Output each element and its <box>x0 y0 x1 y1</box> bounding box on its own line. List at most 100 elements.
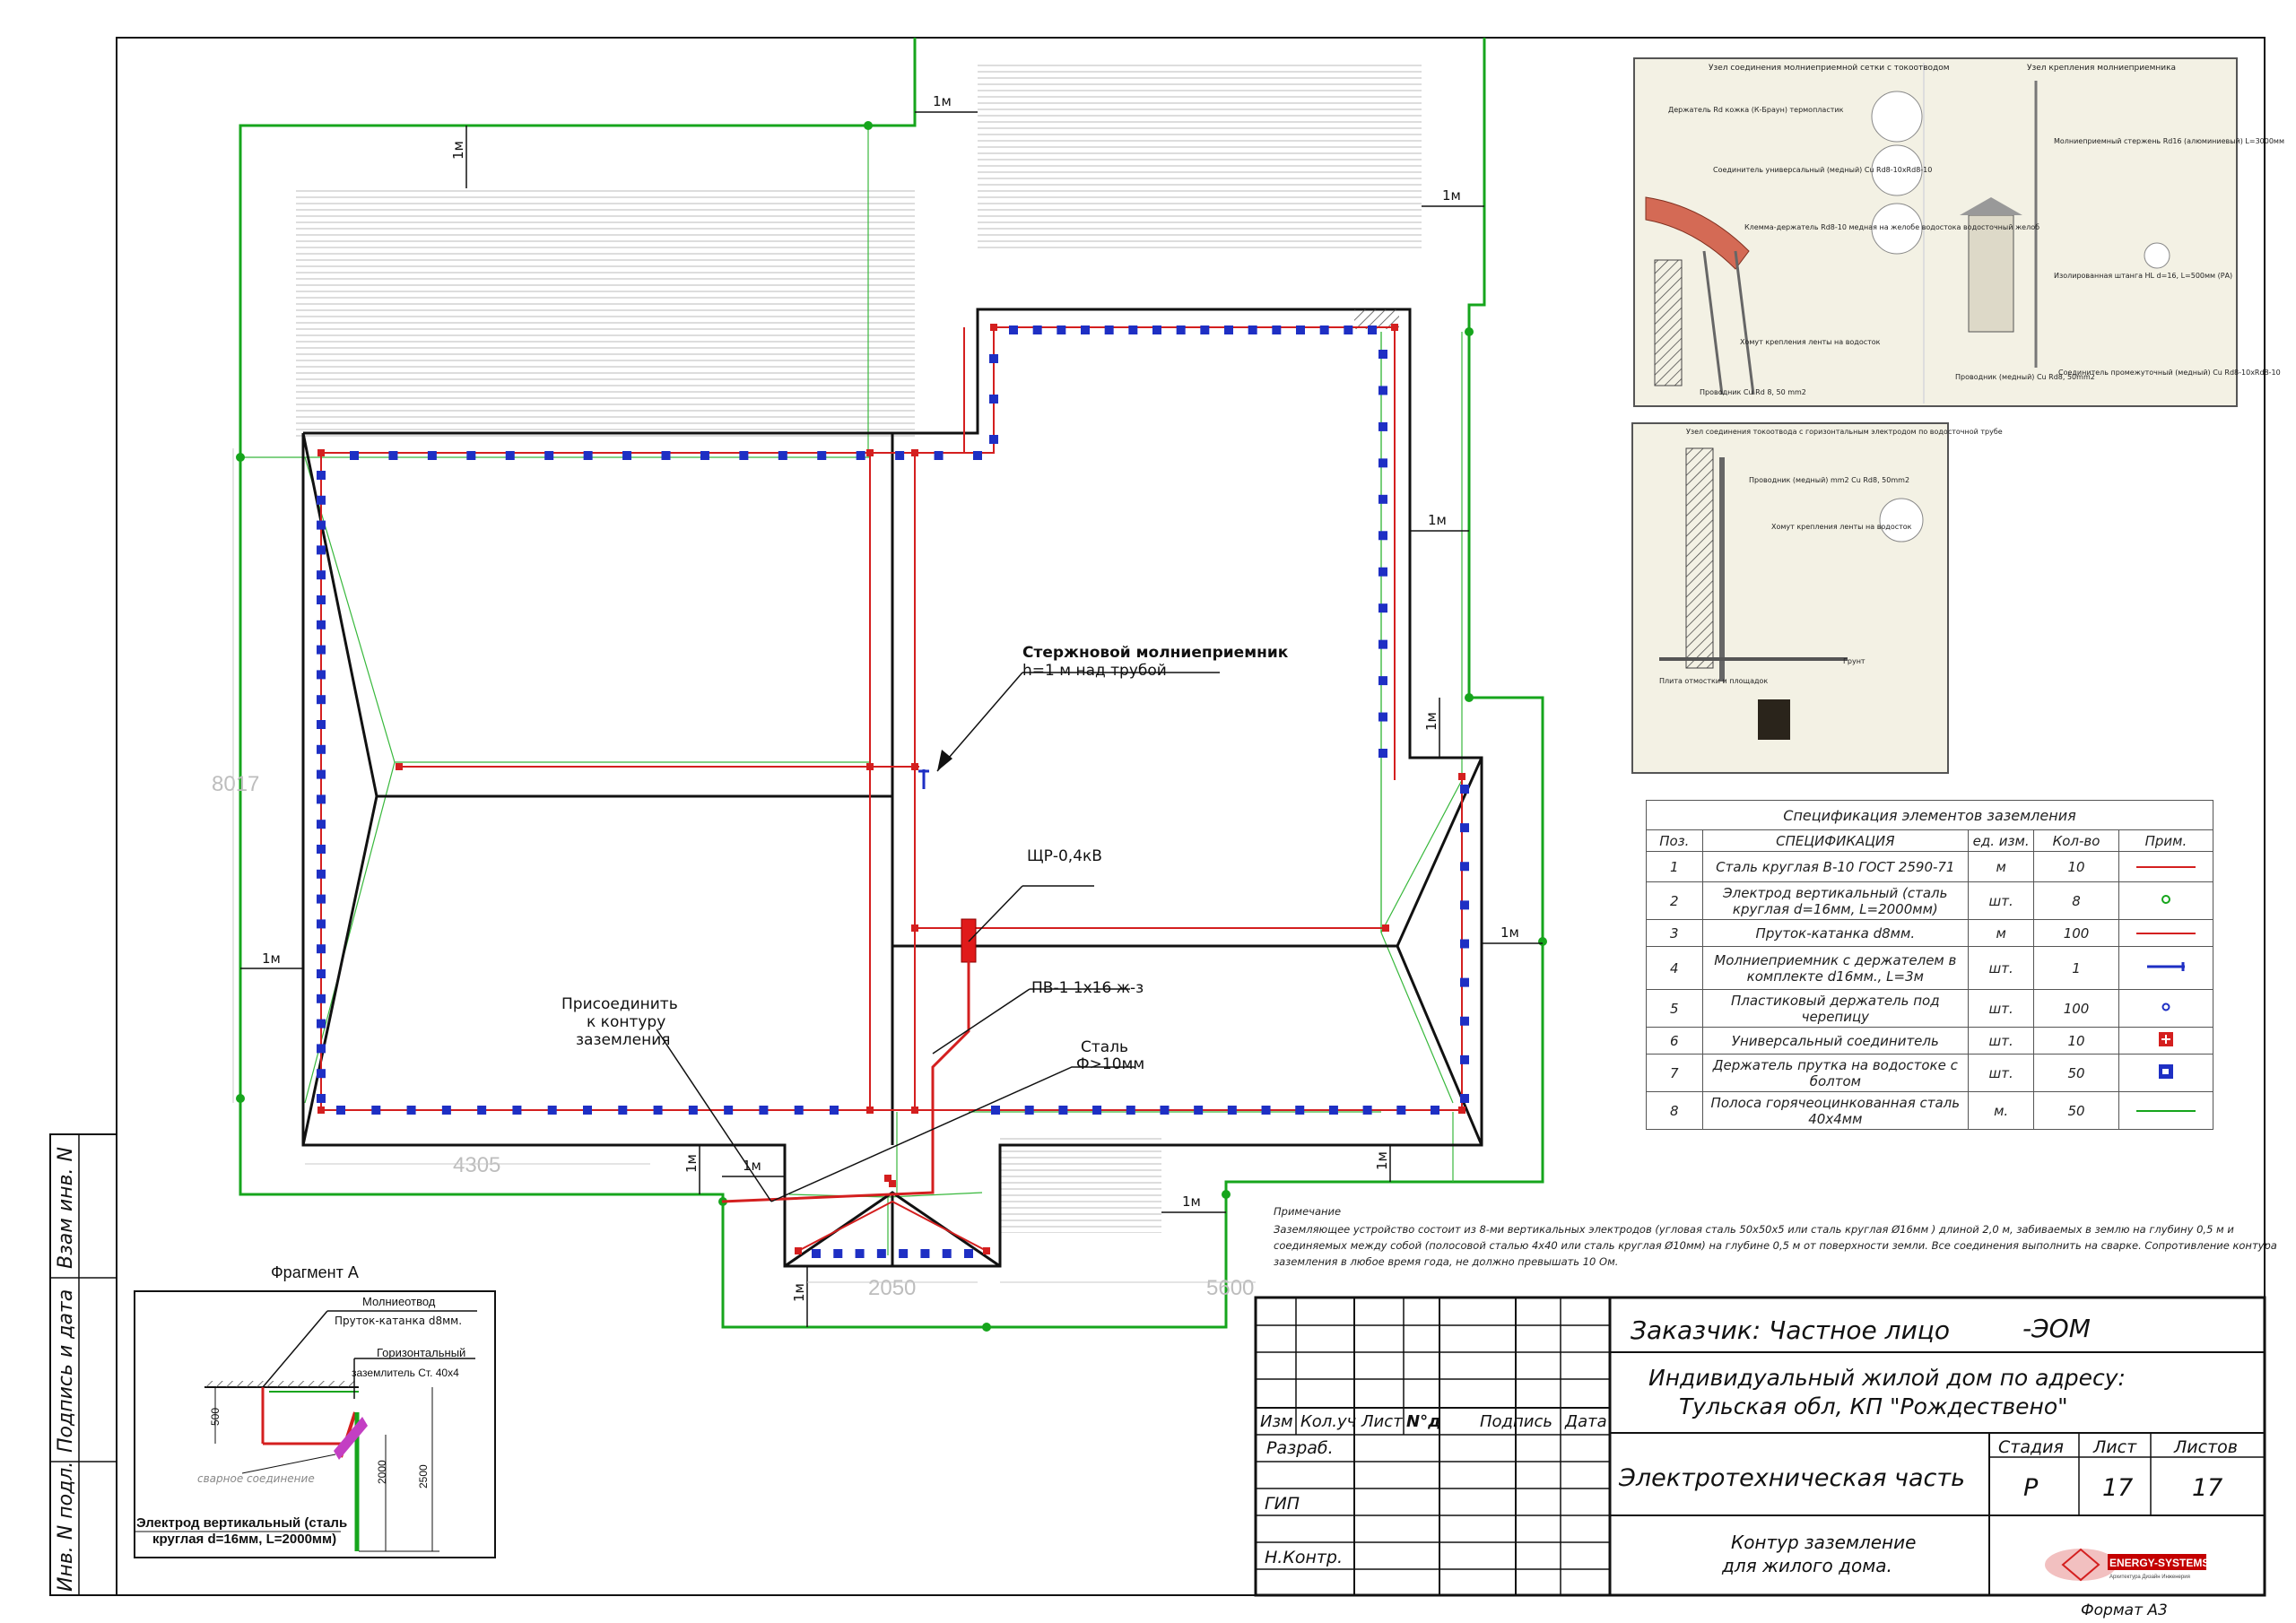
roof-holder <box>1024 1106 1034 1115</box>
steel-leader <box>770 1066 1135 1202</box>
roof-holder <box>317 894 326 904</box>
roof-holder <box>427 451 437 460</box>
tb-col-kol: Кол.уч <box>1300 1412 1356 1431</box>
company-logo: ENERGY-SYSTEMS Архитектура Дизайн Инжене… <box>2045 1548 2209 1582</box>
fragment-horizontal: Горизонтальный <box>377 1346 465 1359</box>
detail-downconductor: Узел соединения токоотвода с горизонталь… <box>1631 422 2003 774</box>
hatched-area-bottom <box>1000 1134 1161 1233</box>
roof-holder <box>317 620 326 629</box>
roof-holder <box>989 395 998 404</box>
tb-customer: Заказчик: Частное лицо <box>1631 1315 1950 1345</box>
tb-col-date: Дата <box>1564 1412 1607 1431</box>
dim-8017: 8017 <box>212 772 259 796</box>
blue-rod-icon <box>2118 946 2214 990</box>
title-block <box>1254 1296 2266 1597</box>
dim-1m-g: 1м <box>262 950 281 967</box>
roof-holder <box>317 869 326 879</box>
side-stamps: Взам инв. N Подпись и дата Инв. N подл. <box>49 1133 117 1596</box>
blue-holder-icon <box>2118 1054 2214 1092</box>
roof-holder <box>317 820 326 829</box>
spec-cell-qty: 50 <box>2033 1091 2119 1130</box>
roof-holder <box>1058 1106 1068 1115</box>
roof-holder <box>1248 325 1257 334</box>
roof-holder <box>388 451 398 460</box>
roof-holder <box>1104 325 1114 334</box>
roof-holder <box>688 1106 698 1115</box>
detail-label: Молниеприемный стержень Rd16 (алюминиевы… <box>2054 137 2284 145</box>
house-outline <box>301 308 1483 1268</box>
connect-label-3: заземления <box>576 1031 671 1049</box>
spec-cell-name: Сталь круглая В-10 ГОСТ 2590-71 <box>1701 851 1970 882</box>
roof-holder <box>856 451 865 460</box>
note-line-2: соединяемых между собой (полосовой сталь… <box>1274 1239 2277 1252</box>
spec-cell-unit: шт. <box>1967 946 2035 990</box>
roof-holder <box>317 545 326 555</box>
roof-holder <box>1224 325 1233 334</box>
note-line-3: заземления в любое время года, не должно… <box>1274 1255 1618 1268</box>
spec-cell-pos: 6 <box>1646 1027 1703 1055</box>
roof-holder <box>830 1106 839 1115</box>
roof-holder <box>1032 325 1042 334</box>
roof-holder <box>544 451 554 460</box>
roof-holder <box>1378 603 1387 613</box>
tb-role-dev: Разраб. <box>1266 1438 1334 1458</box>
roof-holder <box>406 1106 416 1115</box>
roof-holder <box>1460 1094 1469 1103</box>
spec-cell-unit: м. <box>1967 1091 2035 1130</box>
note-line-1: Заземляющее устройство состоит из 8-ми в… <box>1274 1223 2234 1236</box>
red-line-icon <box>2118 919 2214 947</box>
dim-1m-k: 1м <box>791 1283 807 1302</box>
detail-label: Соединитель универсальный (медный) Cu Rd… <box>1713 166 1932 174</box>
spec-head-name: СПЕЦИФИКАЦИЯ <box>1701 829 1970 852</box>
steel-label-2: Ф>10мм <box>1076 1055 1144 1073</box>
roof-holder <box>895 451 905 460</box>
roof-holder <box>964 1249 973 1258</box>
roof-holder <box>466 451 476 460</box>
connect-label-2: к контуру <box>587 1013 665 1031</box>
detail-lightning-connection: Узел соединения молниеприемной сетки с т… <box>1633 57 2284 407</box>
fragment-electrode-2: круглая d=16мм, L=2000мм) <box>152 1532 336 1547</box>
roof-holder <box>1368 325 1377 334</box>
spec-table: Спецификация элементов заземления Поз. С… <box>1646 800 2214 1130</box>
dim-1m-h: 1м <box>683 1154 700 1173</box>
roof-holder <box>317 944 326 954</box>
logo-sub: Архитектура Дизайн Инженерия <box>2109 1574 2190 1580</box>
roof-holder <box>899 1249 909 1258</box>
tb-role-control: Н.Контр. <box>1265 1548 1343 1567</box>
tb-col-list: Лист <box>1361 1412 1403 1431</box>
tb-stage-header: Стадия <box>1998 1437 2064 1457</box>
roof-holder <box>583 451 593 460</box>
spec-cell-name: Универсальный соединитель <box>1701 1027 1970 1055</box>
roof-holder <box>1009 325 1018 334</box>
roof-holder <box>1378 421 1387 431</box>
fragment-weld: сварное соединение <box>197 1472 315 1485</box>
roof-holder <box>317 595 326 604</box>
note: Примечание Заземляющее устройство состои… <box>1274 1205 2277 1268</box>
tb-drawing-2: для жилого дома. <box>1721 1555 1892 1576</box>
dim-1m-l: 1м <box>743 1158 761 1174</box>
detail-label: Клемма-держатель Rd8-10 медная на желобе… <box>1744 223 2039 231</box>
tb-role-gip: ГИП <box>1265 1494 1300 1514</box>
spec-title: Спецификация элементов заземления <box>1646 800 2213 830</box>
roof-holder <box>1378 458 1387 468</box>
tb-object-2: Тульская обл, КП "Рождествено" <box>1679 1393 2068 1419</box>
dim-5600: 5600 <box>1206 1276 1254 1300</box>
roof-holder <box>1344 325 1353 334</box>
roof-holder <box>1128 325 1138 334</box>
roof-holder <box>1057 325 1066 334</box>
roof-holder <box>1227 1106 1237 1115</box>
tb-object-1: Индивидуальный жилой дом по адресу: <box>1648 1365 2126 1391</box>
roof-holder <box>653 1106 663 1115</box>
roof-holder <box>989 354 998 363</box>
roof-holder <box>1126 1106 1135 1115</box>
tb-sheet-header: Лист <box>2092 1437 2137 1457</box>
roof-holder <box>317 744 326 754</box>
roof-holder <box>1378 639 1387 649</box>
roof-holder <box>622 451 632 460</box>
